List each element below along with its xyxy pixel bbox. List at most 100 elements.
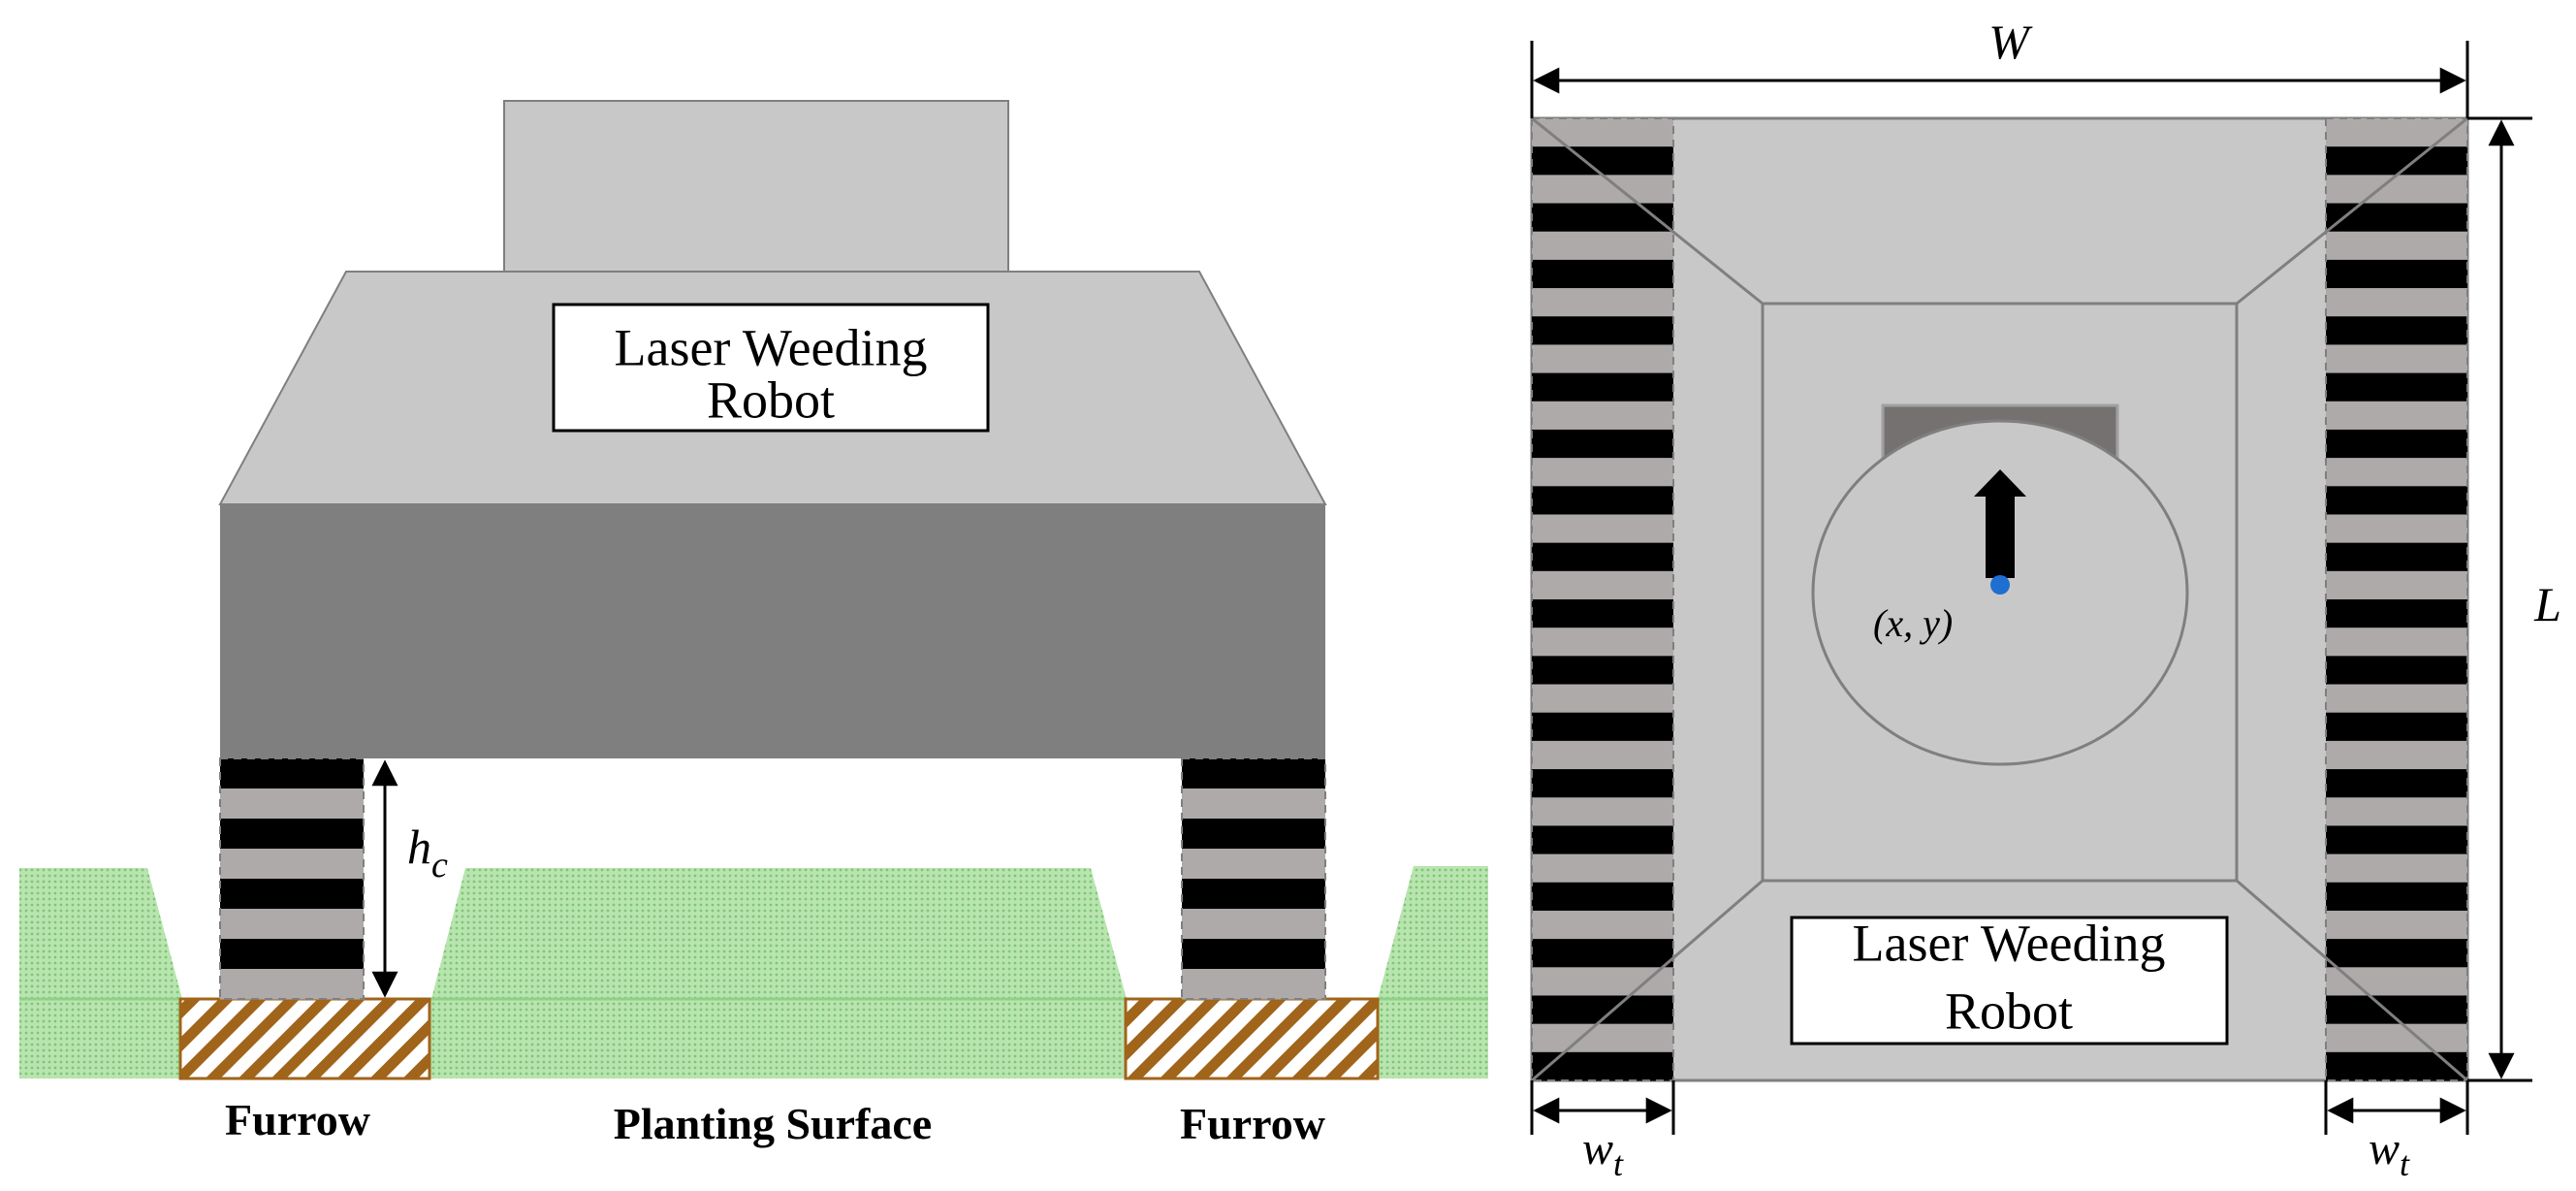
top-track-left-segment bbox=[1532, 514, 1673, 544]
top-track-right-segment bbox=[2326, 372, 2467, 402]
top-track-left-segment bbox=[1532, 146, 1673, 176]
top-track-left-segment bbox=[1532, 599, 1673, 628]
planting-surface-label: Planting Surface bbox=[614, 1099, 932, 1148]
top-track-left-segment bbox=[1532, 967, 1673, 996]
side-track-left-segment bbox=[220, 879, 364, 910]
top-track-left-segment bbox=[1532, 175, 1673, 205]
top-track-right-segment bbox=[2326, 118, 2467, 147]
top-track-left-segment bbox=[1532, 712, 1673, 742]
side-robot-label-line1: Laser Weeding bbox=[614, 318, 927, 376]
top-track-left-segment bbox=[1532, 1023, 1673, 1053]
robot-top-box bbox=[503, 100, 1009, 273]
furrow-right-label: Furrow bbox=[1180, 1099, 1325, 1148]
top-track-right-segment bbox=[2326, 429, 2467, 459]
top-track-right-segment bbox=[2326, 514, 2467, 544]
top-track-right-segment bbox=[2326, 797, 2467, 826]
top-track-left-segment bbox=[1532, 542, 1673, 572]
top-track-right-segment bbox=[2326, 712, 2467, 742]
top-track-right-segment bbox=[2326, 570, 2467, 600]
perspective-lines bbox=[1531, 116, 2468, 1082]
top-track-right-segment bbox=[2326, 288, 2467, 317]
top-track-left-segment bbox=[1532, 825, 1673, 855]
top-track-left-segment bbox=[1532, 740, 1673, 770]
clearance-label: hc bbox=[407, 820, 448, 885]
top-track-right-segment bbox=[2326, 967, 2467, 996]
track-width-symbol-left: w bbox=[1582, 1123, 1613, 1175]
track-width-subscript-left: t bbox=[1613, 1144, 1624, 1183]
top-track-right bbox=[2325, 117, 2468, 1081]
clearance-symbol: h bbox=[407, 820, 431, 874]
top-track-right-outline bbox=[2325, 117, 2468, 1081]
top-track-right-segment bbox=[2326, 401, 2467, 431]
top-track-right-segment bbox=[2326, 542, 2467, 572]
clearance-subscript: c bbox=[431, 845, 448, 885]
top-track-left-segment bbox=[1532, 231, 1673, 261]
side-robot-label-box bbox=[552, 303, 990, 433]
top-track-right-segment bbox=[2326, 939, 2467, 968]
track-width-symbol-right: w bbox=[2369, 1123, 2400, 1175]
top-track-right-segment bbox=[2326, 740, 2467, 770]
side-track-right-segment bbox=[1182, 849, 1325, 880]
side-track-left-segment bbox=[220, 909, 364, 940]
top-track-left-segment bbox=[1532, 118, 1673, 147]
top-track-right-segment bbox=[2326, 458, 2467, 487]
length-symbol: L bbox=[2533, 577, 2561, 631]
top-view: (x, y) Laser Weeding Robot W L wt bbox=[1530, 15, 2561, 1183]
top-track-left-segment bbox=[1532, 486, 1673, 515]
robot-position-dot bbox=[1990, 575, 2010, 595]
top-track-right-segment bbox=[2326, 344, 2467, 374]
furrow-left-hatch bbox=[178, 997, 431, 1080]
top-track-left-segment bbox=[1532, 344, 1673, 374]
side-track-left-segment bbox=[220, 969, 364, 1000]
top-robot-label-line1: Laser Weeding bbox=[1852, 914, 2165, 972]
track-width-label-left: wt bbox=[1582, 1123, 1624, 1183]
top-track-left-segment bbox=[1532, 288, 1673, 317]
top-robot-label-box bbox=[1790, 916, 2229, 1046]
top-track-right-segment bbox=[2326, 825, 2467, 855]
top-track-right-segment bbox=[2326, 769, 2467, 798]
soil-right-bank bbox=[1378, 866, 1488, 999]
top-robot-label-line2: Robot bbox=[1945, 982, 2073, 1040]
track-width-dimension-right bbox=[2324, 1080, 2469, 1135]
top-track-left-segment bbox=[1532, 684, 1673, 714]
side-track-right-segment bbox=[1182, 879, 1325, 910]
side-track-right-segment bbox=[1182, 969, 1325, 1000]
robot-lower-body bbox=[220, 504, 1325, 758]
top-track-right-segment bbox=[2326, 1051, 2467, 1081]
track-width-dimension-left bbox=[1530, 1080, 1675, 1135]
top-track-left-segment bbox=[1532, 939, 1673, 968]
top-track-left-segment bbox=[1532, 853, 1673, 884]
top-track-left-segment bbox=[1532, 316, 1673, 345]
top-track-left-segment bbox=[1532, 1051, 1673, 1081]
top-track-right-segment bbox=[2326, 628, 2467, 657]
top-track-right-segment bbox=[2326, 910, 2467, 940]
side-track-right-segment bbox=[1182, 758, 1325, 789]
furrow-left-label: Furrow bbox=[225, 1095, 370, 1144]
top-track-right-segment bbox=[2326, 146, 2467, 176]
side-track-left-segment bbox=[220, 939, 364, 970]
soil-left-bank bbox=[19, 868, 182, 999]
furrow-right-hatch bbox=[1124, 997, 1380, 1080]
top-track-left bbox=[1531, 117, 1674, 1081]
top-track-right-segment bbox=[2326, 882, 2467, 912]
width-dimension bbox=[1530, 41, 2469, 118]
track-width-label-right: wt bbox=[2369, 1123, 2410, 1183]
side-track-left-segment bbox=[220, 849, 364, 880]
robot-position-label: (x, y) bbox=[1873, 601, 1953, 645]
top-track-left-segment bbox=[1532, 656, 1673, 686]
side-track-right-segment bbox=[1182, 819, 1325, 850]
heading-arrow-icon bbox=[1974, 469, 2026, 578]
top-track-left-segment bbox=[1532, 203, 1673, 233]
top-track-right-segment bbox=[2326, 599, 2467, 628]
planting-surface-bed bbox=[431, 868, 1127, 999]
width-symbol: W bbox=[1988, 15, 2033, 69]
top-track-right-segment bbox=[2326, 684, 2467, 714]
side-track-right-segment bbox=[1182, 909, 1325, 940]
side-track-right-segment bbox=[1182, 789, 1325, 820]
top-track-right-segment bbox=[2326, 316, 2467, 345]
top-track-left-segment bbox=[1532, 797, 1673, 826]
top-track-left-segment bbox=[1532, 458, 1673, 487]
side-track-left-segment bbox=[220, 789, 364, 820]
top-track-left-segment bbox=[1532, 769, 1673, 798]
